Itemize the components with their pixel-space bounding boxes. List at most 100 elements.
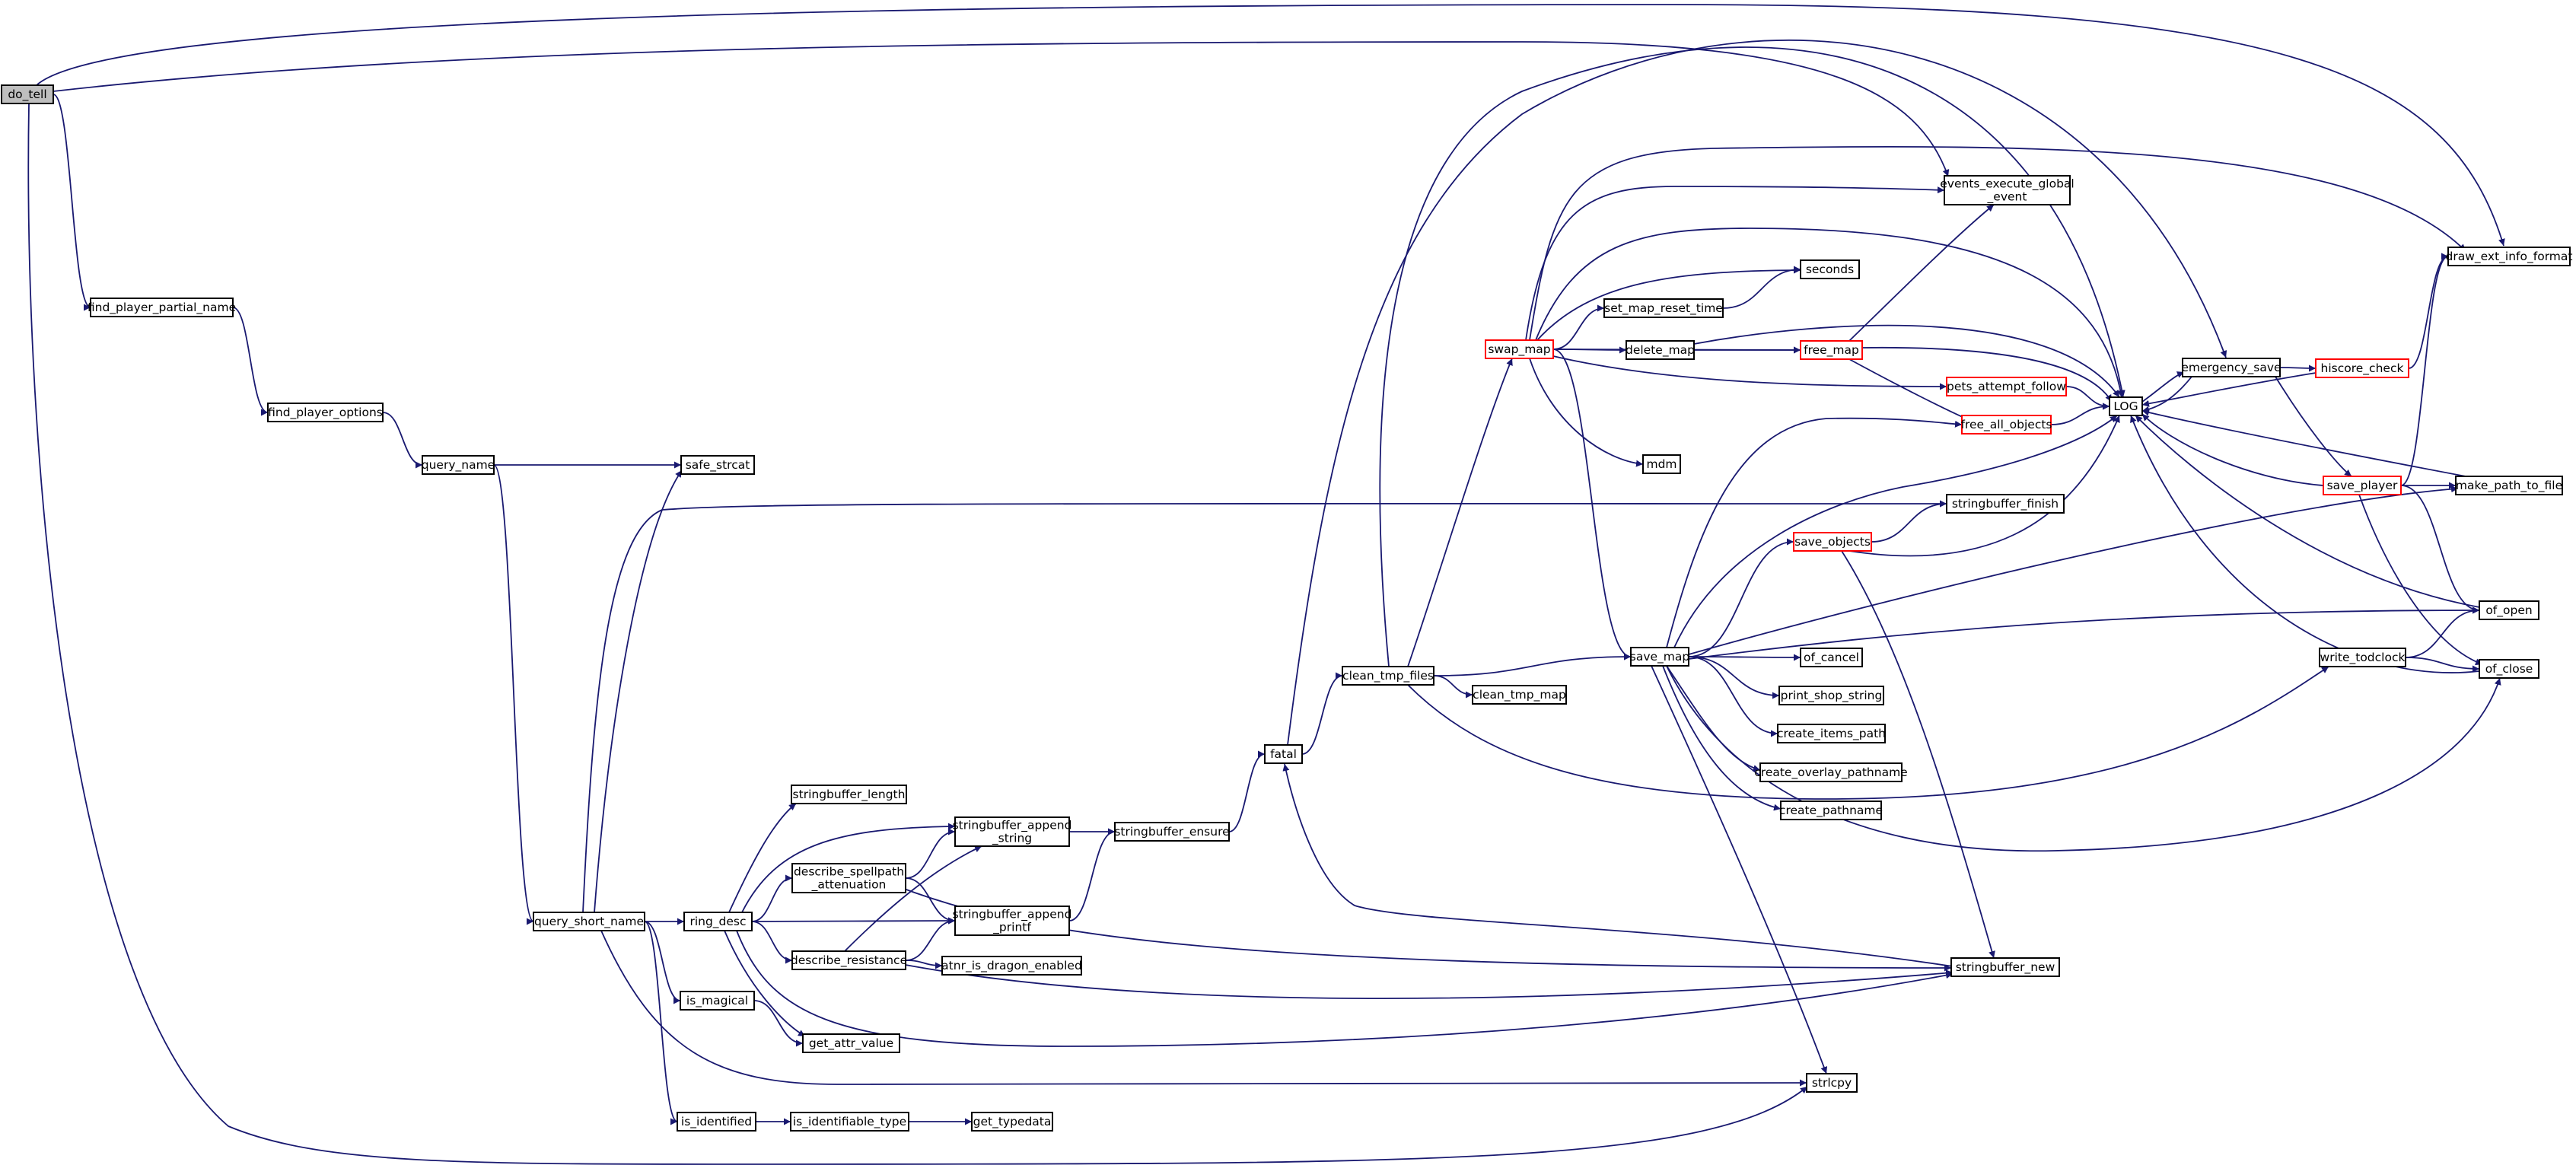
node-delete-map[interactable]: delete_map [1626,340,1695,360]
node-emergency-save[interactable]: emergency_save [2181,358,2281,377]
node-box [1778,686,1884,705]
node-label: fatal [1270,747,1297,761]
node-find-player-partial-name[interactable]: find_player_partial_name [88,298,236,317]
node-describe-spellpath-attenuation[interactable]: describe_spellpath_attenuation [791,863,906,893]
node-label: create_overlay_pathname [1754,766,1907,780]
node-strlcpy[interactable]: strlcpy [1806,1073,1858,1093]
edge-save_player-to-LOG [2141,413,2324,486]
node-save-objects[interactable]: save_objects [1793,532,1872,552]
edge-describe_resistance-to-stringbuffer_new [905,964,1953,999]
node-label: hiscore_check [2321,361,2404,376]
node-box [1780,801,1882,820]
node-atnr-is-dragon-enabled[interactable]: atnr_is_dragon_enabled [941,956,1082,976]
edge-layer [27,4,2505,1165]
node-label: _attenuation [811,878,887,893]
node-stringbuffer-length[interactable]: stringbuffer_length [791,785,907,804]
node-query-name[interactable]: query_name [422,455,495,475]
node-label: do_tell [8,88,46,102]
node-label: create_items_path [1777,727,1886,741]
node-box [1793,532,1872,552]
node-box [1264,744,1303,764]
node-box [90,298,234,317]
node-box [2315,358,2409,378]
node-box [791,785,907,804]
edge-save_map-to-strlcpy [1651,665,1828,1074]
node-label: is_magical [686,994,748,1008]
edge-is_magical-to-get_attr_value [753,1000,804,1047]
node-box [1961,415,2052,434]
node-create-pathname[interactable]: create_pathname [1779,801,1883,820]
edge-save_objects-to-stringbuffer_finish [1871,500,1947,543]
node-label: _printf [992,921,1031,935]
node-pets-attempt-follow[interactable]: pets_attempt_follow [1946,377,2067,396]
node-box [791,863,906,893]
node-get-attr-value[interactable]: get_attr_value [802,1033,900,1053]
node-label: swap_map [1488,342,1550,357]
edge-write_todclock-to-of_close [2405,657,2480,673]
node-box [422,455,495,475]
node-seconds[interactable]: seconds [1800,259,1860,279]
node-box [1626,340,1695,360]
node-set-map-reset-time[interactable]: set_map_reset_time [1603,298,1724,318]
node-LOG[interactable]: LOG [2109,396,2143,416]
node-swap-map[interactable]: swap_map [1485,339,1554,359]
node-of-close[interactable]: of_close [2479,659,2539,679]
node-stringbuffer-new[interactable]: stringbuffer_new [1950,957,2060,977]
node-stringbuffer-append-string[interactable]: stringbuffer_append_string [953,816,1072,847]
node-print-shop-string[interactable]: print_shop_string [1778,686,1884,705]
node-draw-ext-info-format[interactable]: draw_ext_info_format [2446,247,2573,266]
edge-ring_desc-to-describe_resistance [751,921,793,964]
node-label: is_identifiable_type [793,1115,906,1129]
node-stringbuffer-ensure[interactable]: stringbuffer_ensure [1114,822,1230,842]
node-ring-desc[interactable]: ring_desc [683,912,753,931]
node-stringbuffer-append-printf[interactable]: stringbuffer_append_printf [953,906,1072,936]
edge-clean_tmp_files-to-write_todclock [1407,666,2329,800]
edge-save_map-to-of_open [1688,606,2480,660]
node-box [677,1112,756,1132]
node-create-items-path[interactable]: create_items_path [1777,724,1886,743]
node-clean-tmp-map[interactable]: clean_tmp_map [1472,685,1567,705]
node-label: stringbuffer_finish [1952,497,2059,511]
node-is-identifiable-type[interactable]: is_identifiable_type [790,1112,909,1132]
node-of-open[interactable]: of_open [2479,600,2539,620]
node-free-all-objects[interactable]: free_all_objects [1960,415,2052,434]
node-is-identified[interactable]: is_identified [677,1112,756,1132]
node-find-player-options[interactable]: find_player_options [267,403,384,422]
node-label: describe_spellpath [794,865,904,880]
node-safe-strcat[interactable]: safe_strcat [680,455,755,475]
node-mdm[interactable]: mdm [1642,454,1681,474]
node-events-execute-global-event[interactable]: events_execute_global_event [1940,175,2074,205]
node-fatal[interactable]: fatal [1264,744,1303,764]
node-save-map[interactable]: save_map [1630,647,1689,667]
node-write-todclock[interactable]: write_todclock [2319,648,2406,667]
node-box [1944,175,2071,205]
node-get-typedata[interactable]: get_typedata [971,1112,1053,1132]
edge-save_map-to-make_path_to_file [1688,485,2459,655]
node-box [941,956,1082,976]
node-label: _string [992,832,1032,846]
edge-swap_map-to-seconds [1536,266,1801,341]
node-make-path-to-file[interactable]: make_path_to_file [2455,476,2563,495]
node-of-cancel[interactable]: of_cancel [1800,648,1863,667]
node-box [1950,957,2060,977]
node-label: atnr_is_dragon_enabled [941,959,1082,973]
edge-free_map-to-LOG [1861,346,2113,403]
edge-save_player-to-of_open [2400,485,2480,614]
node-box [1946,377,2067,396]
node-box [1603,298,1724,318]
node-free-map[interactable]: free_map [1800,340,1863,360]
node-stringbuffer-finish[interactable]: stringbuffer_finish [1946,494,2065,514]
node-box [1777,724,1886,743]
node-is-magical[interactable]: is_magical [680,991,755,1011]
node-describe-resistance[interactable]: describe_resistance [791,950,907,970]
node-save-player[interactable]: save_player [2323,476,2402,495]
node-label: ring_desc [689,915,746,929]
node-hiscore-check[interactable]: hiscore_check [2315,358,2409,378]
node-box [267,403,384,422]
node-clean-tmp-files[interactable]: clean_tmp_files [1342,666,1434,686]
edge-query_short_name-to-safe_strcat [594,470,683,913]
node-label: clean_tmp_map [1473,688,1566,702]
node-query-short-name[interactable]: query_short_name [533,912,645,931]
node-create-overlay-pathname[interactable]: create_overlay_pathname [1754,762,1908,782]
node-do-tell[interactable]: do_tell [1,84,54,104]
